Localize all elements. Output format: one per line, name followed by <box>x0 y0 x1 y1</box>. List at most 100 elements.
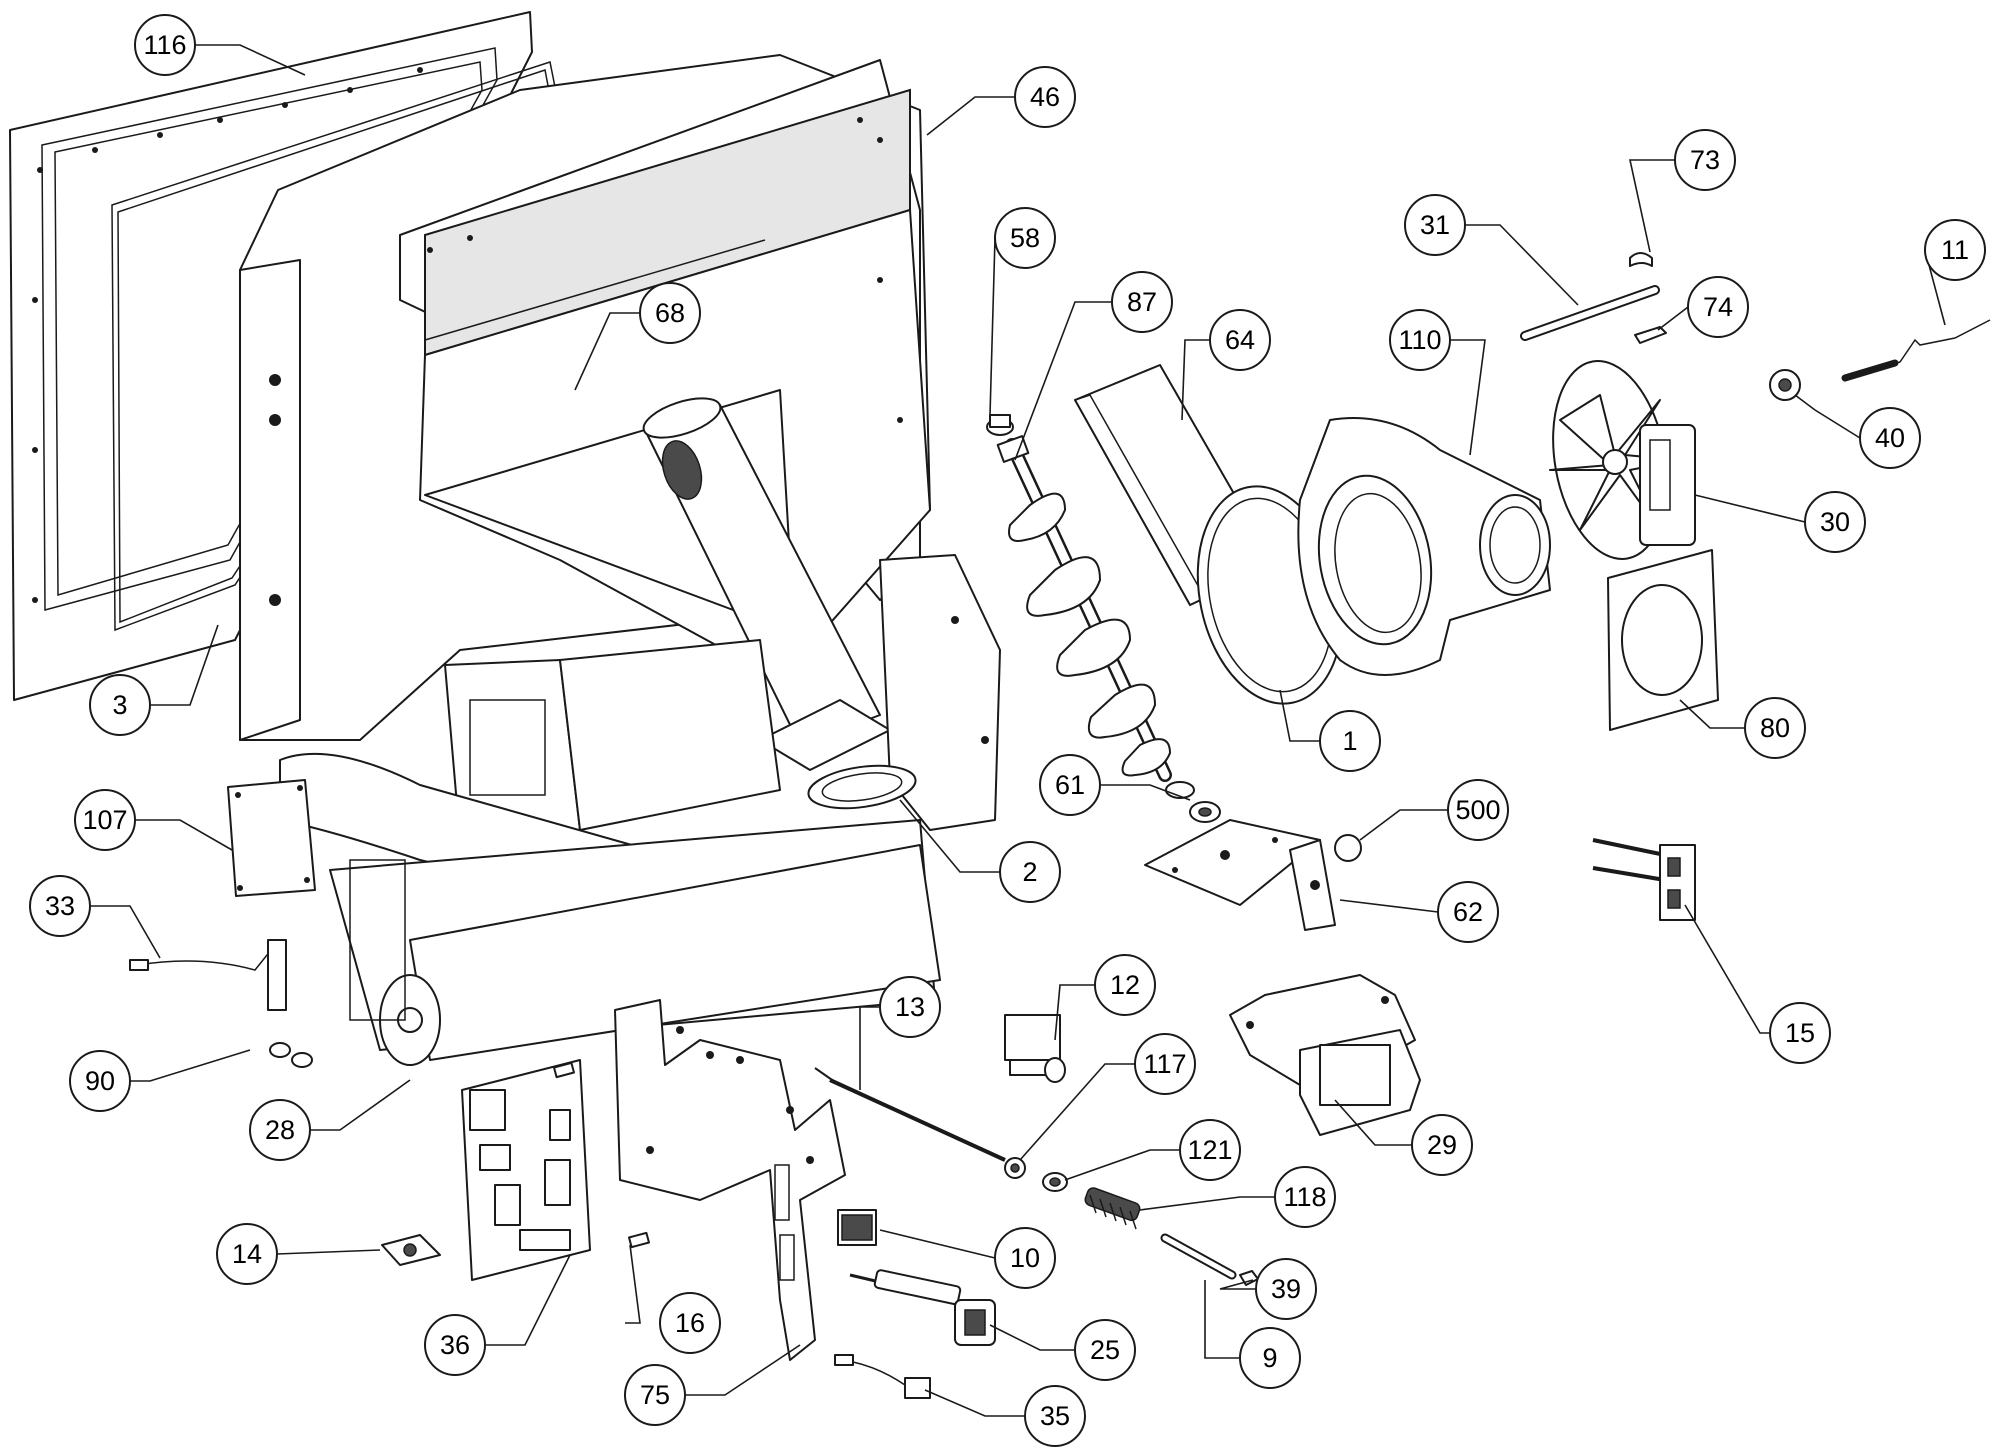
clip-73 <box>1629 252 1653 267</box>
access-plate-107 <box>227 779 316 897</box>
probe-11 <box>1841 319 1991 382</box>
nut-117 <box>1004 1157 1026 1179</box>
svg-text:64: 64 <box>1225 325 1255 355</box>
rocker-switch-10 <box>837 1209 877 1246</box>
control-board-36 <box>461 1059 591 1281</box>
svg-text:58: 58 <box>1010 223 1040 253</box>
grommet-40 <box>1769 369 1801 401</box>
callout-118: 118 <box>1274 1166 1336 1228</box>
pin-9 <box>1160 1233 1237 1280</box>
callout-25: 25 <box>1074 1319 1136 1381</box>
callout-74: 74 <box>1687 276 1749 338</box>
callout-61: 61 <box>1039 754 1101 816</box>
callout-46: 46 <box>1014 66 1076 128</box>
rod-31 <box>1520 285 1660 341</box>
spring-118 <box>1084 1187 1141 1230</box>
svg-text:15: 15 <box>1785 1018 1815 1048</box>
callout-73: 73 <box>1674 129 1736 191</box>
igniter-25 <box>849 1269 996 1346</box>
callout-36: 36 <box>424 1314 486 1376</box>
callout-9: 9 <box>1239 1327 1301 1389</box>
callout-3: 3 <box>89 674 151 736</box>
burn-pot-box <box>444 639 781 841</box>
clip-74 <box>1634 326 1667 344</box>
callout-13: 13 <box>879 976 941 1038</box>
svg-text:73: 73 <box>1690 145 1720 175</box>
callout-30: 30 <box>1804 491 1866 553</box>
callout-15: 15 <box>1769 1002 1831 1064</box>
bracket-75 <box>614 999 846 1361</box>
harness-35 <box>834 1354 931 1399</box>
callout-500: 500 <box>1447 779 1509 841</box>
svg-text:35: 35 <box>1040 1401 1070 1431</box>
callout-90: 90 <box>69 1050 131 1112</box>
svg-text:2: 2 <box>1022 857 1037 887</box>
gasket-plate-80 <box>1607 549 1719 731</box>
svg-text:80: 80 <box>1760 713 1790 743</box>
callout-10: 10 <box>994 1227 1056 1289</box>
svg-text:118: 118 <box>1283 1182 1326 1212</box>
bearing-61 <box>1165 781 1221 823</box>
callout-58: 58 <box>994 207 1056 269</box>
callout-68: 68 <box>639 282 701 344</box>
svg-text:116: 116 <box>143 30 186 60</box>
feet-90 <box>269 1042 313 1068</box>
callout-40: 40 <box>1859 407 1921 469</box>
callout-35: 35 <box>1024 1385 1086 1447</box>
callout-16: 16 <box>659 1292 721 1354</box>
probe-rod-13 <box>814 1067 1006 1162</box>
svg-text:90: 90 <box>85 1066 115 1096</box>
svg-text:28: 28 <box>265 1115 295 1145</box>
svg-text:74: 74 <box>1703 292 1733 322</box>
blower-motor-30 <box>1549 360 1696 560</box>
callout-33: 33 <box>29 875 91 937</box>
sensor-14 <box>381 1234 441 1266</box>
svg-text:61: 61 <box>1055 770 1085 800</box>
svg-text:110: 110 <box>1398 325 1441 355</box>
callout-39: 39 <box>1255 1258 1317 1320</box>
callout-107: 107 <box>74 789 136 851</box>
svg-text:25: 25 <box>1090 1335 1120 1365</box>
callout-80: 80 <box>1744 697 1806 759</box>
svg-text:33: 33 <box>45 891 75 921</box>
svg-text:75: 75 <box>640 1380 670 1410</box>
auger-87 <box>996 435 1172 782</box>
bushing-58 <box>986 414 1014 436</box>
fitting-121 <box>1042 1172 1068 1192</box>
svg-text:3: 3 <box>112 690 127 720</box>
callout-117: 117 <box>1134 1033 1196 1095</box>
callout-110: 110 <box>1389 309 1451 371</box>
svg-text:39: 39 <box>1271 1274 1301 1304</box>
callout-31: 31 <box>1404 194 1466 256</box>
svg-text:46: 46 <box>1030 82 1060 112</box>
callout-28: 28 <box>249 1099 311 1161</box>
svg-text:31: 31 <box>1420 210 1450 240</box>
callout-87: 87 <box>1111 271 1173 333</box>
callout-121: 121 <box>1179 1119 1241 1181</box>
svg-text:10: 10 <box>1010 1243 1040 1273</box>
switch-15 <box>1592 838 1696 921</box>
svg-text:9: 9 <box>1262 1343 1277 1373</box>
svg-text:107: 107 <box>82 805 127 835</box>
gasket-ring-2 <box>807 764 917 810</box>
callout-12: 12 <box>1094 954 1156 1016</box>
ball-500 <box>1334 834 1362 862</box>
auger-motor-29 <box>1229 974 1421 1136</box>
svg-text:16: 16 <box>675 1308 705 1338</box>
svg-text:68: 68 <box>655 298 685 328</box>
svg-text:13: 13 <box>895 992 925 1022</box>
switch-12 <box>1004 1014 1066 1083</box>
svg-text:36: 36 <box>440 1330 470 1360</box>
exhaust-pipe <box>279 752 941 1066</box>
harness-33 <box>129 939 287 1011</box>
svg-text:1: 1 <box>1342 726 1357 756</box>
callout-75: 75 <box>624 1364 686 1426</box>
callout-29: 29 <box>1411 1114 1473 1176</box>
callout-62: 62 <box>1437 881 1499 943</box>
svg-text:500: 500 <box>1455 795 1500 825</box>
callout-64: 64 <box>1209 309 1271 371</box>
svg-text:121: 121 <box>1187 1135 1232 1165</box>
callout-14: 14 <box>216 1223 278 1285</box>
blower-housing-110 <box>1297 417 1551 676</box>
